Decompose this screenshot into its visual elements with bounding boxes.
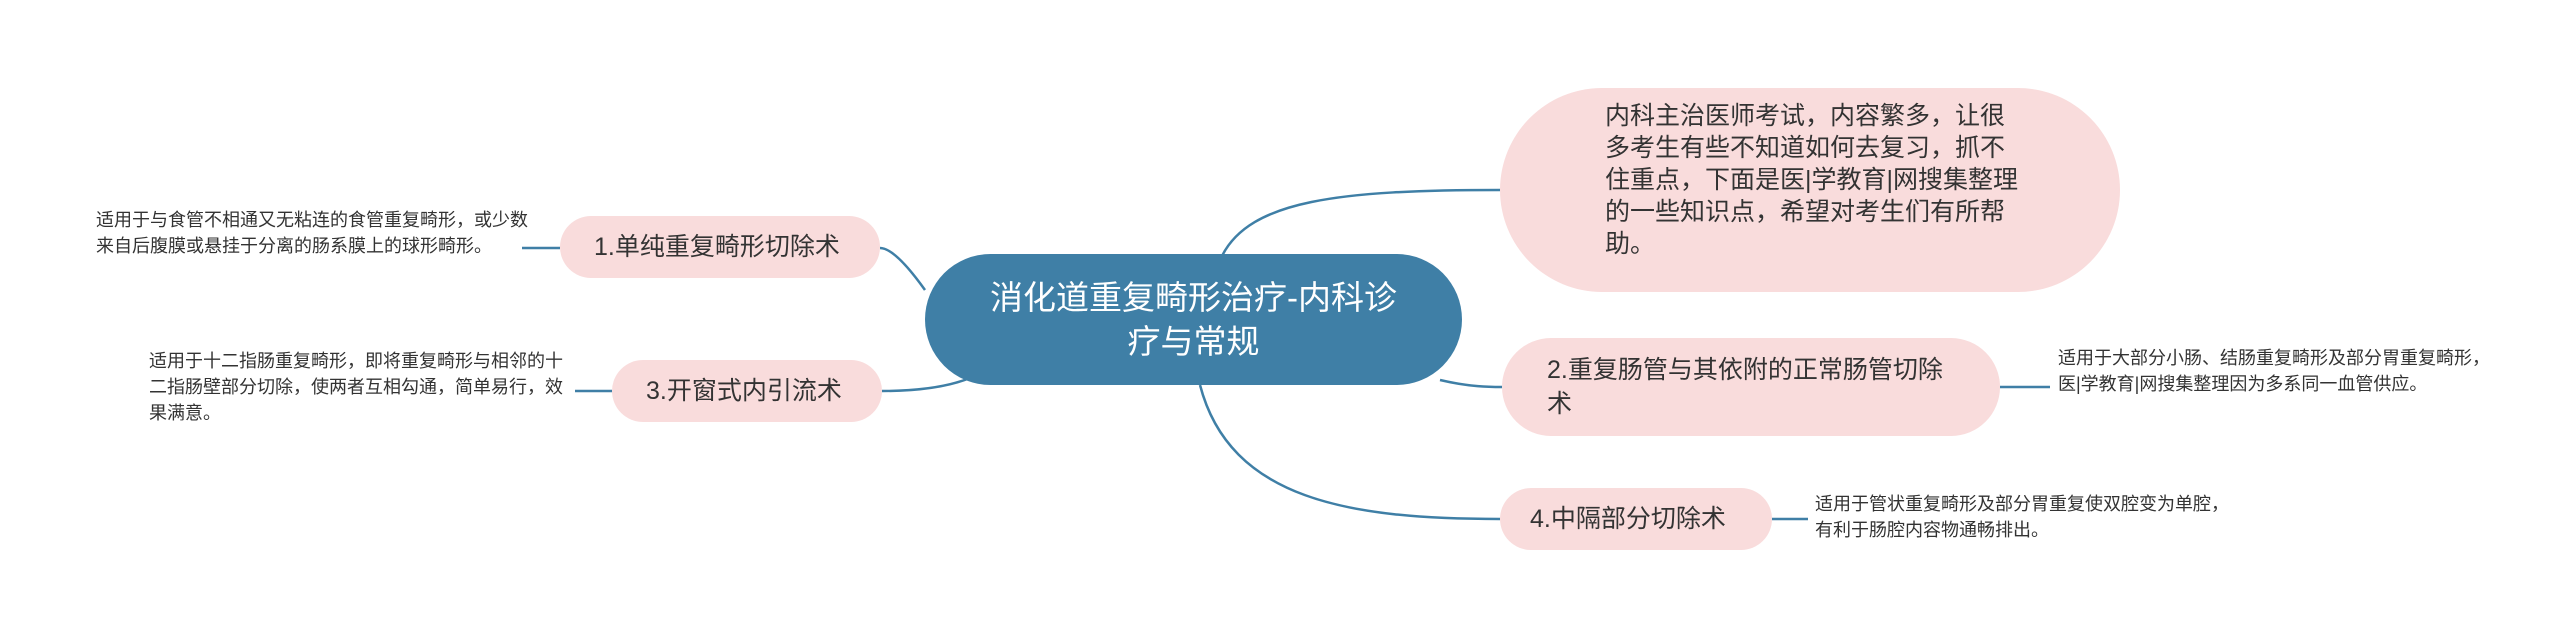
link-center-to-intro <box>1220 188 1501 257</box>
branch-label-3: 3.开窗式内引流术 <box>646 377 842 405</box>
link-center-to-branch3 <box>881 376 971 393</box>
branch-detail-1: 适用于与食管不相通又无粘连的食管重复畸形，或少数来自后腹膜或悬挂于分离的肠系膜上… <box>96 210 528 256</box>
link-center-to-branch2 <box>1439 378 1503 389</box>
branch-node-3[interactable]: 3.开窗式内引流术 <box>612 360 882 422</box>
branch-detail-2: 适用于大部分小肠、结肠重复畸形及部分胃重复畸形，医|学教育|网搜集整理因为多系同… <box>2058 348 2490 394</box>
intro-node[interactable]: 内科主治医师考试，内容繁多，让很多考生有些不知道如何去复习，抓不住重点，下面是医… <box>1500 88 2120 292</box>
branch-detail-3: 适用于十二指肠重复畸形，即将重复畸形与相邻的十二指肠壁部分切除，使两者互相勾通，… <box>149 351 563 423</box>
intro-text: 内科主治医师考试，内容繁多，让很多考生有些不知道如何去复习，抓不住重点，下面是医… <box>1605 102 2018 258</box>
branch-detail-4: 适用于管状重复畸形及部分胃重复使双腔变为单腔，有利于肠腔内容物通畅排出。 <box>1815 494 2229 540</box>
branch-node-1[interactable]: 1.单纯重复畸形切除术 <box>560 216 880 278</box>
link-center-to-branch4 <box>1198 384 1501 521</box>
branch-node-2[interactable]: 2.重复肠管与其依附的正常肠管切除术 <box>1502 338 2000 436</box>
branch-label-2: 2.重复肠管与其依附的正常肠管切除术 <box>1547 356 1943 418</box>
branch-node-4[interactable]: 4.中隔部分切除术 <box>1500 488 1772 550</box>
branch-label-1: 1.单纯重复畸形切除术 <box>594 233 840 261</box>
central-topic-label: 消化道重复畸形治疗-内科诊疗与常规 <box>990 278 1397 360</box>
link-center-to-branch1 <box>879 246 927 291</box>
branch-label-4: 4.中隔部分切除术 <box>1530 505 1726 533</box>
central-topic[interactable]: 消化道重复畸形治疗-内科诊疗与常规 <box>925 254 1462 385</box>
